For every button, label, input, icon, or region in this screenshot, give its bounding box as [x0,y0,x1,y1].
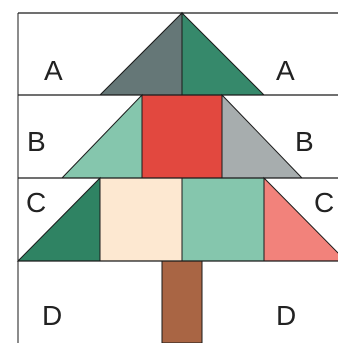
row-c-cream-square [100,178,182,261]
label-c-right: C [314,187,334,218]
label-d-left: D [42,300,62,331]
row-b-right-triangle [222,95,302,178]
label-a-right: A [276,55,295,86]
label-d-right: D [276,300,296,331]
label-c-left: C [26,187,46,218]
row-b-center-square [142,95,222,178]
tree-trunk [162,261,202,343]
row-a-left-triangle [100,13,182,95]
label-a-left: A [44,55,63,86]
row-b-left-triangle [62,95,142,178]
row-c-mint-square [182,178,264,261]
row-a-right-triangle [182,13,264,95]
label-b-left: B [27,126,46,157]
label-b-right: B [295,126,314,157]
